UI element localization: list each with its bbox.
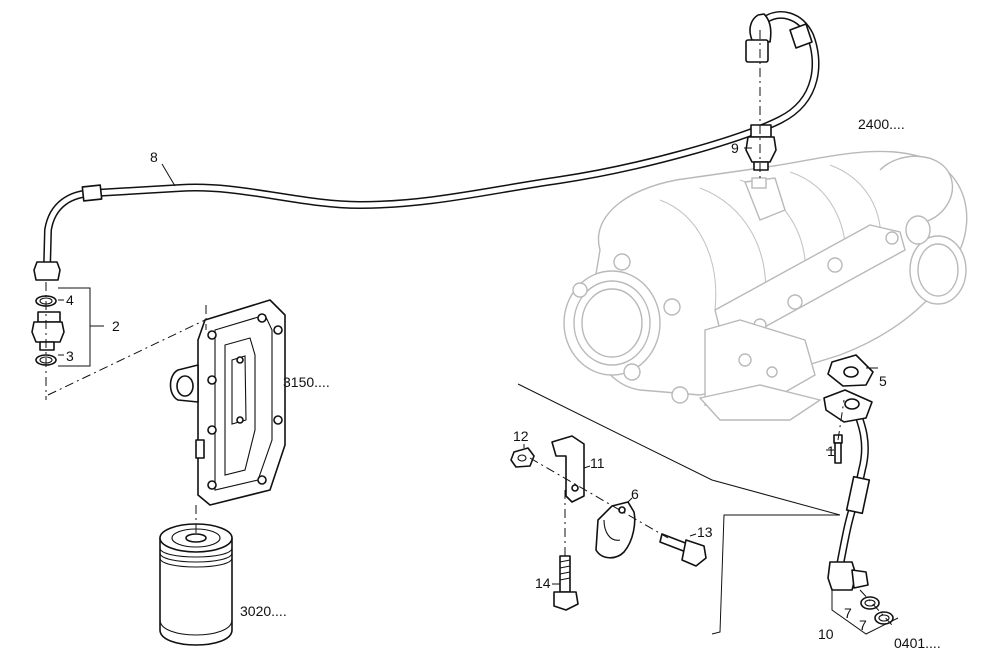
label-1: 1 [827, 443, 835, 459]
bolt-13 [659, 533, 707, 567]
turbocharger-assembly [563, 150, 968, 421]
label-9: 9 [731, 140, 739, 156]
nut-12 [510, 447, 535, 468]
oil-feed-pipe [33, 11, 820, 281]
clamp-6 [595, 501, 636, 559]
label-7b: 7 [859, 617, 867, 633]
adapter-fitting-9 [745, 124, 777, 171]
oil-return-pipe [823, 389, 894, 625]
label-8: 8 [150, 149, 158, 165]
ref-turbocharger: 2400.... [858, 116, 905, 132]
bracket-11 [551, 435, 585, 503]
label-4: 4 [66, 292, 74, 308]
label-3: 3 [66, 348, 74, 364]
filter-head-cover [169, 299, 286, 506]
label-12: 12 [513, 428, 529, 444]
ref-engine-block: 0401.... [894, 635, 941, 651]
label-14: 14 [535, 575, 551, 591]
label-5: 5 [879, 373, 887, 389]
label-2: 2 [112, 318, 120, 334]
ref-filter-cover: 3150.... [283, 374, 330, 390]
bolt-14 [553, 555, 579, 611]
leader-lines [58, 147, 899, 635]
ref-oil-filter: 3020.... [240, 603, 287, 619]
label-7a: 7 [844, 605, 852, 621]
oil-filter-cartridge [159, 523, 233, 646]
label-11: 11 [590, 455, 605, 471]
gasket-5 [827, 354, 874, 387]
center-lines [45, 30, 893, 626]
label-10: 10 [818, 626, 834, 642]
label-6: 6 [631, 486, 639, 502]
label-13: 13 [697, 524, 713, 540]
